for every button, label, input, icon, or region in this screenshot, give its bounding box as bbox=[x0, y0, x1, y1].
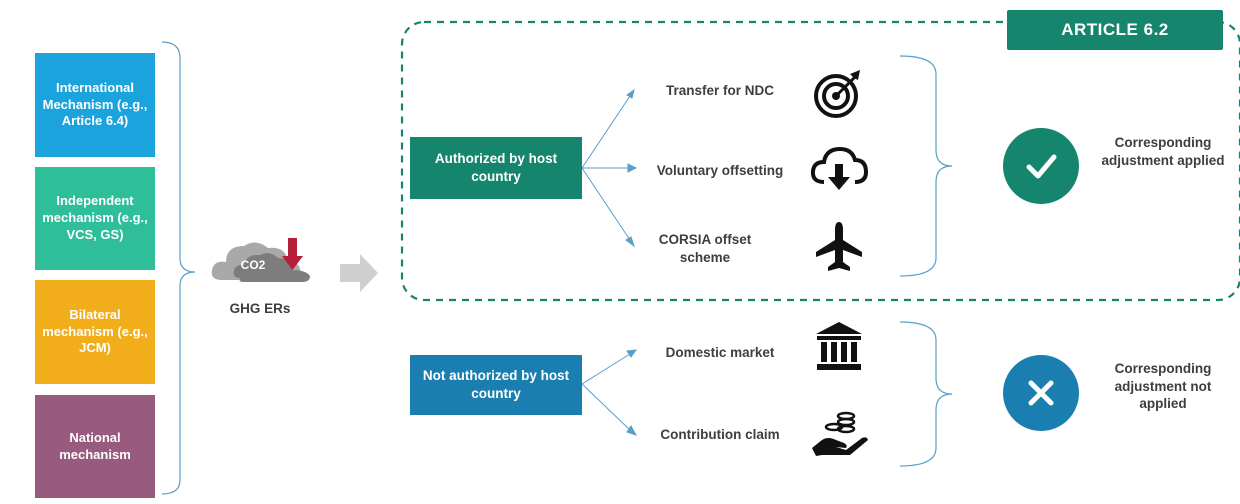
flow-arrow-icon bbox=[340, 254, 378, 292]
authorized-box: Authorized by host country bbox=[410, 137, 582, 199]
use-corsia: CORSIA offset scheme bbox=[658, 232, 752, 265]
use-transfer-for-ndc: Transfer for NDC bbox=[665, 83, 775, 98]
use-contribution-claim: Contribution claim bbox=[660, 427, 780, 442]
airplane-icon bbox=[814, 220, 864, 272]
result-not-applied: Corresponding adjustment not applied bbox=[1114, 361, 1212, 412]
result-applied: Corresponding adjustment applied bbox=[1101, 135, 1225, 168]
check-icon bbox=[1003, 128, 1079, 204]
use-voluntary-offsetting: Voluntary offsetting bbox=[656, 163, 784, 178]
co2-cloud-icon bbox=[210, 232, 320, 286]
mechanism-national: National mechanism bbox=[35, 395, 155, 498]
authorized-bracket bbox=[899, 55, 953, 277]
not-authorized-box: Not authorized by host country bbox=[410, 355, 582, 415]
article-6-2-region bbox=[400, 20, 1240, 302]
mechanism-independent: Independent mechanism (e.g., VCS, GS) bbox=[35, 167, 155, 270]
mechanisms-bracket bbox=[161, 41, 196, 495]
mechanism-bilateral: Bilateral mechanism (e.g., JCM) bbox=[35, 280, 155, 384]
mechanism-international: International Mechanism (e.g., Article 6… bbox=[35, 53, 155, 157]
hand-coins-icon bbox=[810, 410, 870, 458]
bank-icon bbox=[814, 320, 864, 372]
use-domestic-market: Domestic market bbox=[665, 345, 775, 360]
ghg-caption: GHG ERs bbox=[229, 301, 291, 316]
cloud-download-icon bbox=[808, 144, 870, 194]
co2-label: CO2 bbox=[240, 258, 266, 272]
not-authorized-bracket bbox=[899, 321, 953, 467]
target-icon bbox=[812, 68, 864, 120]
x-icon bbox=[1003, 355, 1079, 431]
article-6-2-label: ARTICLE 6.2 bbox=[1007, 10, 1223, 50]
